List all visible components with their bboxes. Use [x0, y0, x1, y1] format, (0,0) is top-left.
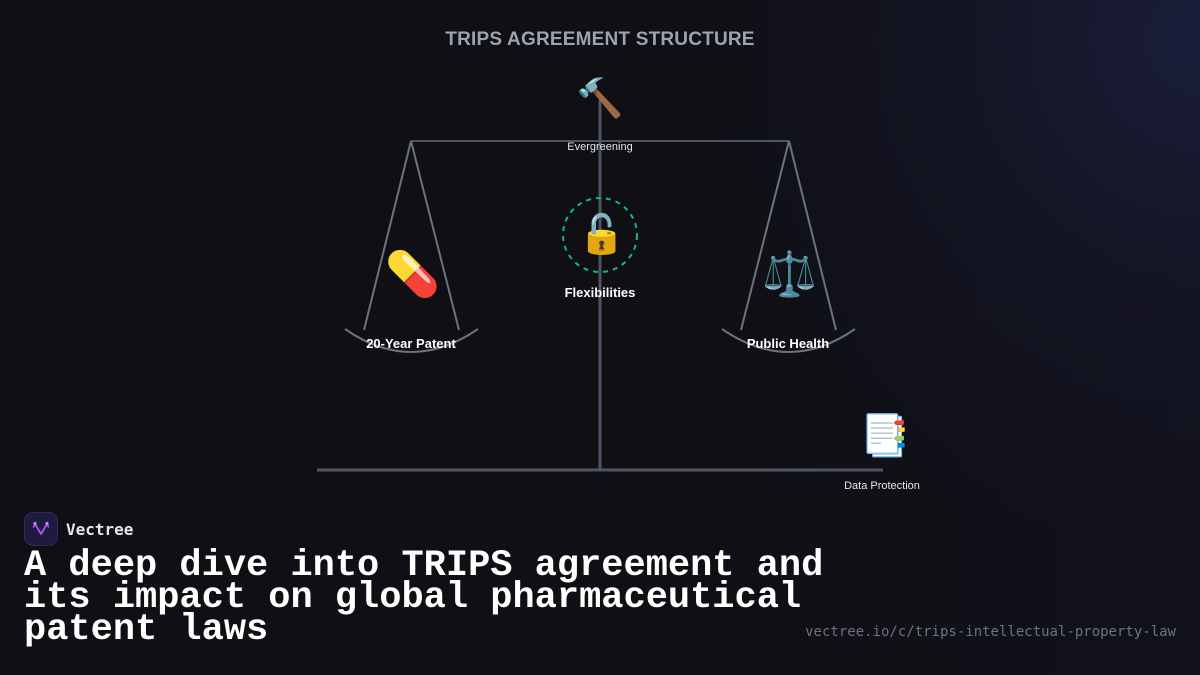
flexibilities-ring — [562, 197, 638, 273]
source-url: vectree.io/c/trips-intellectual-property… — [805, 624, 1176, 640]
unlock-icon: 🔓 — [578, 212, 626, 256]
left-pan — [344, 328, 479, 353]
brand-name: Vectree — [66, 519, 134, 539]
diagram-title: TRIPS AGREEMENT STRUCTURE — [445, 29, 755, 50]
balance-scale-icon: ⚖️ — [762, 249, 817, 300]
bookmark-tabs-icon: 📑 — [860, 413, 910, 459]
public-health-label: Public Health — [746, 336, 830, 351]
pill-icon: 💊 — [385, 249, 440, 300]
right-pan — [721, 328, 856, 353]
vectree-logo-icon — [24, 512, 58, 546]
flexibilities-label: Flexibilities — [564, 285, 636, 300]
headline: A deep dive into TRIPS agreement and its… — [24, 545, 824, 651]
evergreening-label: Evergreening — [567, 141, 633, 153]
data-protection-label: Data Protection — [844, 480, 920, 492]
hammer-icon: 🔨 — [576, 76, 624, 120]
patent-label: 20-Year Patent — [366, 336, 456, 351]
brand: Vectree — [24, 512, 133, 546]
